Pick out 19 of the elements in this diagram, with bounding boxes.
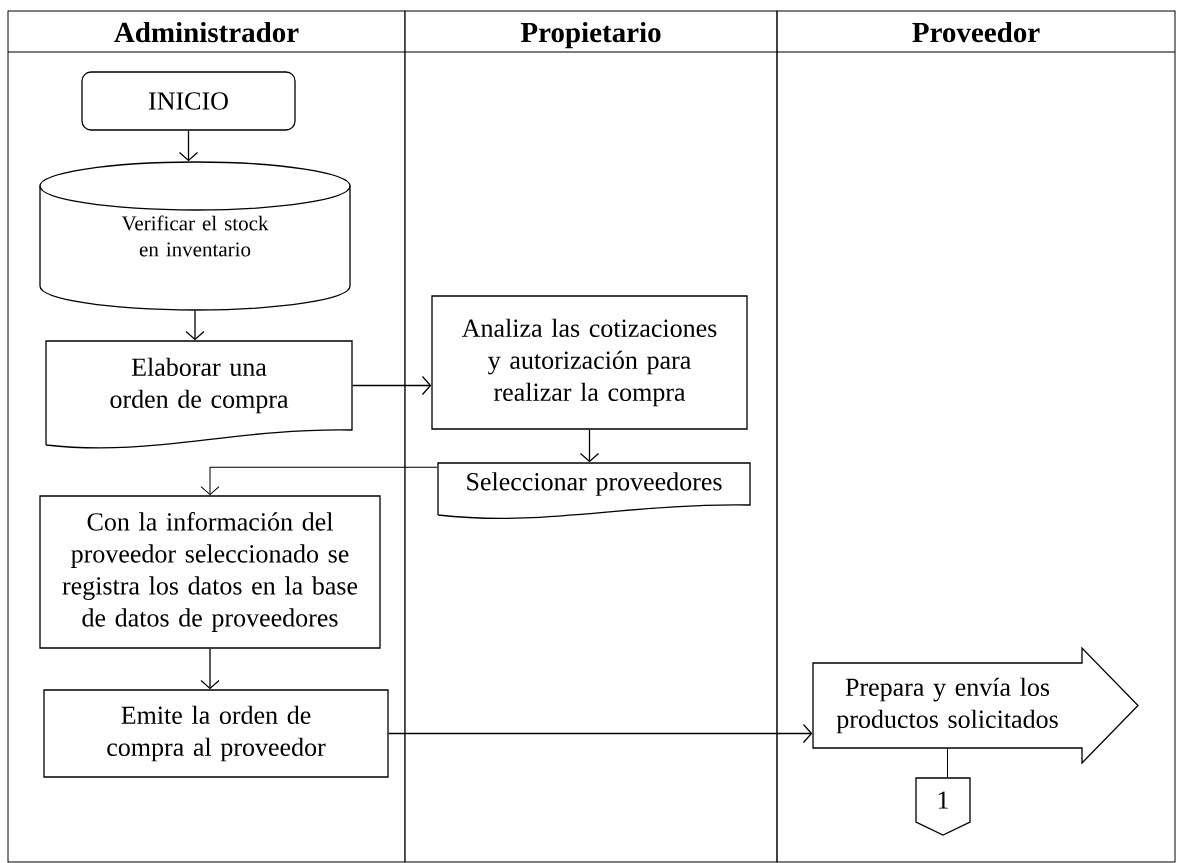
terminator-box: INICIO xyxy=(81,71,296,131)
arrow xyxy=(178,130,199,162)
process-box: Emite la orden de compra al proveedor xyxy=(43,689,389,778)
arrow xyxy=(579,429,600,463)
lane-header: Propietario xyxy=(520,21,661,49)
node-label: Verificar el stock en inventario xyxy=(121,215,269,257)
database-cylinder: Verificar el stock en inventario xyxy=(39,161,351,311)
lane-header: Proveedor xyxy=(912,21,1040,43)
arrow xyxy=(388,723,813,744)
arrow xyxy=(200,648,220,690)
process-box: Analiza las cotizaciones y autorización para realizar la compra xyxy=(431,295,748,430)
arrow xyxy=(352,375,432,396)
arrow xyxy=(185,310,205,341)
process-box: Con la información del proveedor seleccionado se registra los datos en la base de datos de proveedores xyxy=(39,495,381,649)
document-shape: Elaborar una orden de compra xyxy=(45,340,353,449)
off-page-connector: 1 xyxy=(915,777,971,836)
lane-header: Administrador xyxy=(114,21,299,43)
document-shape: Seleccionar proveedores xyxy=(437,462,751,519)
arrow xyxy=(200,466,438,496)
